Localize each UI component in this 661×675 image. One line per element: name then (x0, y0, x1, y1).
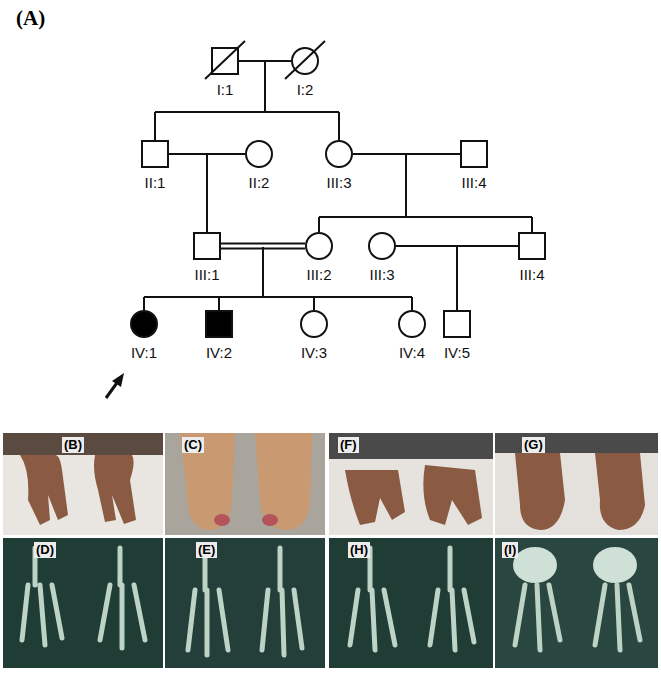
pedigree-symbol (291, 47, 319, 75)
female-circle: IV:3 (300, 310, 328, 338)
panel-label: (F) (338, 437, 359, 453)
male-square: I:1 (211, 47, 239, 75)
pedigree-symbol (193, 232, 221, 260)
panel-label: (C) (182, 437, 204, 453)
union-line (239, 60, 291, 62)
individual-id: IV:3 (301, 344, 327, 361)
foot-photo (165, 433, 325, 535)
individual-id: IV:2 (206, 344, 232, 361)
descent-lines (144, 61, 532, 310)
individual-id: III:1 (194, 266, 219, 283)
individual-id: II:2 (249, 174, 270, 191)
male-square: IV:2 (205, 310, 233, 338)
male-square: III:4 (460, 140, 488, 168)
pedigree-symbol (300, 310, 328, 338)
union-line (396, 245, 518, 247)
pedigree-symbol (368, 232, 396, 260)
x-ray (3, 538, 163, 668)
pedigree-symbol (141, 140, 169, 168)
pedigree-symbol (211, 47, 239, 75)
female-circle: I:2 (291, 47, 319, 75)
individual-id: IV:1 (131, 344, 157, 361)
individual-id: II:1 (145, 174, 166, 191)
pedigree-symbol (325, 140, 353, 168)
female-circle: III:3 (368, 232, 396, 260)
female-circle: IV:4 (398, 310, 426, 338)
union-line (169, 153, 245, 155)
foot-photo (495, 433, 658, 535)
panel-label: (A) (14, 6, 47, 30)
x-ray (329, 538, 493, 668)
union-line (353, 153, 460, 155)
female-circle: III:3 (325, 140, 353, 168)
individual-id: I:2 (297, 81, 314, 98)
hand-photo (3, 433, 163, 535)
panel-label: (E) (196, 542, 217, 558)
individual-id: III:2 (306, 266, 331, 283)
panel-label: (I) (502, 542, 518, 558)
pedigree-symbol (398, 310, 426, 338)
male-square: III:1 (193, 232, 221, 260)
individual-id: IV:5 (444, 344, 470, 361)
individual-id: III:4 (519, 266, 544, 283)
female-circle: IV:1 (130, 310, 158, 338)
individual-id: IV:4 (399, 344, 425, 361)
consanguineous-union (221, 244, 305, 249)
pedigree-symbol (205, 310, 233, 338)
male-square: IV:5 (443, 310, 471, 338)
pedigree-symbol (518, 232, 546, 260)
individual-id: III:3 (369, 266, 394, 283)
individual-id: I:1 (217, 81, 234, 98)
panel-label: (D) (34, 542, 56, 558)
male-square: III:4 (518, 232, 546, 260)
pedigree-symbol (443, 310, 471, 338)
pedigree-symbol (460, 140, 488, 168)
individual-id: III:4 (461, 174, 486, 191)
male-square: II:1 (141, 140, 169, 168)
pedigree-symbol (305, 232, 333, 260)
panel-label: (G) (522, 437, 545, 453)
x-ray (495, 538, 658, 668)
hand-photo (329, 433, 493, 535)
pedigree-symbol (245, 140, 273, 168)
female-circle: III:2 (305, 232, 333, 260)
female-circle: II:2 (245, 140, 273, 168)
pedigree-symbol (130, 310, 158, 338)
individual-id: III:3 (326, 174, 351, 191)
proband-arrow (106, 373, 124, 398)
panel-label: (H) (348, 542, 370, 558)
panel-label: (B) (62, 437, 84, 453)
x-ray (165, 538, 325, 668)
